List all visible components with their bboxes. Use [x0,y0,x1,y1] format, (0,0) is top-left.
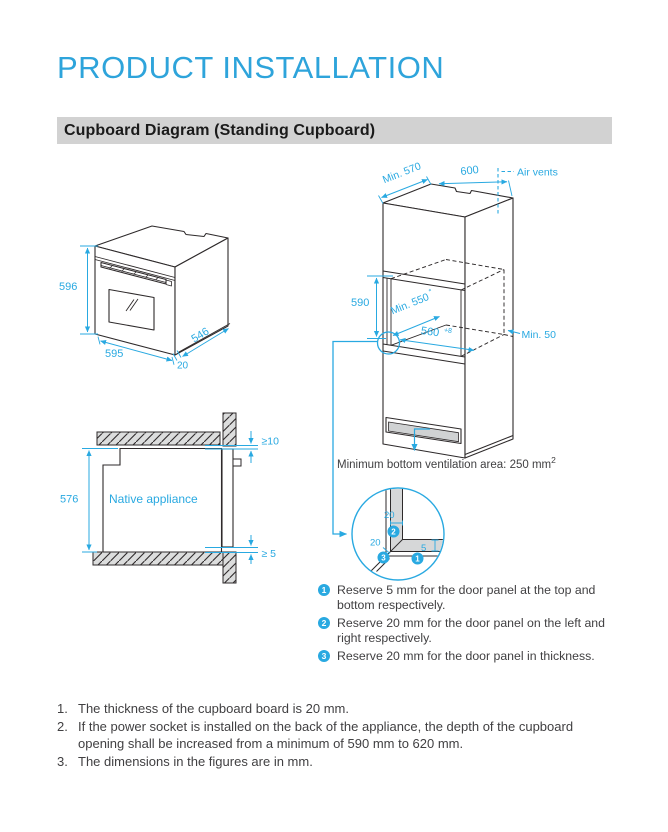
footnote-3-text: The dimensions in the figures are in mm. [78,753,313,769]
top-board-hatched [96,431,221,446]
note-2-badge: 2 [318,617,330,629]
note-item-1: 1 Reserve 5 mm for the door panel at the… [318,583,620,613]
cavity-hidden-edges [390,259,514,357]
detail-badge-1-num: 1 [415,555,420,564]
footnote-1: 1. The thickness of the cupboard board i… [57,700,615,718]
detail-badge-2 [387,525,400,538]
dim-550-line [392,316,440,336]
oven-drawing [94,225,231,356]
native-appliance-label: Native appliance [109,492,198,506]
appliance-outline [102,447,223,553]
dim-min50-line [507,329,521,335]
footnote-1-text: The thickness of the cupboard board is 2… [78,701,349,716]
air-vent-dashes [497,168,514,214]
gap5-label: ≥ 5 [262,548,277,560]
dim-570-ticks [378,176,432,204]
oven-door-glass [108,288,155,331]
detail-badge-1 [411,552,424,565]
detail-badge-3 [377,551,390,564]
dim-576-label: 576 [60,494,78,506]
detail-content [370,488,444,572]
detail-dim-brackets [382,520,439,554]
detail-badge-3-num: 3 [381,554,386,563]
footnote-3-number: 3. [57,753,68,769]
note-item-3: 3 Reserve 20 mm for the door panel in th… [318,649,620,664]
dim-595-label: 595 [105,348,123,360]
detail-connector-line [332,340,378,538]
dim-590-ticks [367,275,393,339]
dim-20-ticks [172,350,182,361]
detail-left20-label: 20 [370,538,381,549]
dim-576-ticks [82,448,118,553]
oven-trim-lines [94,256,176,281]
air-vents-label: Air vents [517,167,558,179]
dim-596-ticks [80,245,98,335]
dim-600-tick [508,180,513,197]
vent-area-arrow [411,428,430,451]
door-panel-knob [232,458,242,467]
right-upper-board-hatched [222,412,237,447]
dim-560-label: 560 [420,325,440,339]
footnote-3: 3. The dimensions in the figures are in … [57,753,615,771]
page-title: PRODUCT INSTALLATION [57,50,445,85]
detail-5-label: 5 [421,543,426,554]
dim-20-label: 20 [177,361,189,372]
cupboard-base-edge [464,434,514,456]
section-labels: ≥10 576 Native appliance ≥ 5 [60,436,279,561]
note-3-text: Reserve 20 mm for the door panel in thic… [337,649,595,663]
oven-dimensions [80,245,229,365]
dim-596-label: 596 [59,281,77,293]
footnote-2-number: 2. [57,718,68,734]
note-1-text: Reserve 5 mm for the door panel at the t… [337,583,596,612]
section-header-label: Cupboard Diagram (Standing Cupboard) [64,121,376,139]
dim-600-label: 600 [460,164,480,178]
dim-570-label: Min. 570 [381,160,423,186]
dim-546-line [182,328,229,357]
cupboard-drawing [382,183,514,459]
corner-detail-marker [376,331,401,355]
bottom-board-hatched [92,551,224,566]
cupboard-dimensions [332,168,521,538]
ventilation-note-text: Minimum bottom ventilation area: 250 mm [337,458,552,471]
note-3-badge: 3 [318,650,330,662]
note-2-text: Reserve 20 mm for the door panel on the … [337,616,605,645]
cupboard-shelf-lines [382,270,466,365]
dim-595-ticks [97,336,175,365]
door-panel-notes: 1 Reserve 5 mm for the door panel at the… [318,583,620,667]
footnote-1-number: 1. [57,701,68,716]
right-lower-board-hatched [222,551,237,584]
dim-595-line [100,339,173,362]
dim-560-sup: +8 [443,327,452,335]
note-1-badge: 1 [318,584,330,596]
footnote-2-text: If the power socket is installed on the … [78,718,574,752]
note-item-2: 2 Reserve 20 mm for the door panel on th… [318,616,620,646]
gap10-label: ≥10 [262,436,280,448]
vent-slot-inner [388,421,459,443]
oven-handle-detail [100,265,172,287]
section-dimensions [82,431,258,564]
oven-right-face [174,237,229,356]
oven-glass-reflection [125,298,139,312]
section-drawing [92,412,242,584]
ventilation-note-sup: 2 [551,455,556,465]
dim-570-line [381,179,428,198]
footnotes-list: 1. The thickness of the cupboard board i… [57,700,615,770]
dim-600-line [438,179,508,187]
dim-550-sup: * [428,288,433,296]
footnote-2: 2. If the power socket is installed on t… [57,718,615,753]
detail-badge-2-num: 2 [391,528,396,537]
ventilation-note: Minimum bottom ventilation area: 250 mm2 [337,455,556,471]
dim-560-line [399,337,475,353]
detail-top20-label: 20 [384,510,395,521]
cupboard-right-face [464,197,514,459]
dim-590-label: 590 [351,297,369,309]
gap-guide-lines [205,445,258,553]
door-panel [221,448,234,548]
detail-labels: 20 20 5 2 3 1 [370,510,426,565]
section-header-bar: Cupboard Diagram (Standing Cupboard) [57,117,612,144]
dim-min50-label: Min. 50 [522,329,557,341]
